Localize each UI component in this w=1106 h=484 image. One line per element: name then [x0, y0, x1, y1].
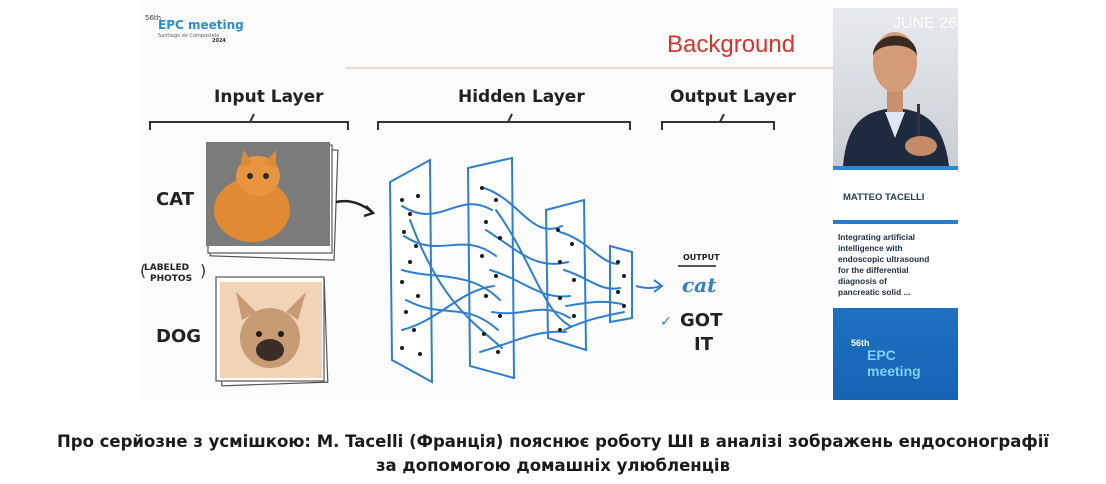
panel-epc-logo: 56th EPC meeting [851, 338, 921, 379]
network-nodes [400, 186, 626, 356]
output-heading: OUTPUT [683, 253, 720, 262]
hidden-layer-sheets [388, 156, 633, 384]
talk-line-3: endoscopic ultrasound [838, 254, 929, 264]
date-banner: JUNE 26th [893, 15, 958, 32]
name-plate [833, 170, 958, 220]
dog-photo-stack [215, 276, 329, 387]
talk-line-1: Integrating artificial [838, 232, 915, 242]
talk-line-4: for the differential [838, 265, 909, 275]
labeled-photos-label-1: LABELED [144, 263, 189, 273]
speaker-hair [873, 35, 917, 56]
dog-image [240, 308, 300, 368]
slide-title: Background [667, 31, 795, 58]
speaker-name: MATTEO TACELLI [843, 192, 924, 203]
input-layer-heading: Input Layer [214, 87, 324, 107]
logo-superscript: 56th [145, 14, 161, 22]
speaker-panel: JUNE 26th MATTEO TACELLI Integrating art… [833, 8, 958, 400]
speaker-panel-graphic: JUNE 26th MATTEO TACELLI Integrating art… [833, 8, 958, 400]
layer-braces [149, 113, 775, 130]
output-it: IT [694, 334, 714, 355]
cat-photo-stack [206, 142, 339, 261]
talk-line-6: pancreatic solid ... [838, 287, 910, 297]
logo-year: 2024 [212, 38, 226, 44]
cat-image [214, 178, 290, 242]
panel-logo-line-1: EPC [867, 347, 896, 363]
conference-photo: 56th EPC meeting Santiago de Compostela … [140, 0, 958, 400]
speaker-hand [905, 136, 937, 156]
labeled-photos-bracket-left: ( [140, 261, 146, 280]
check-mark: ✓ [660, 314, 672, 330]
output-arrow [635, 285, 661, 289]
cat-label: CAT [156, 189, 195, 210]
panel-logo-line-2: meeting [867, 363, 921, 379]
hidden-layer-heading: Hidden Layer [458, 87, 585, 107]
logo-title: EPC meeting [158, 18, 244, 32]
caption-line-2: за допомогою домашніх улюбленців [375, 456, 731, 475]
microphone [917, 104, 920, 144]
photo-caption: Про серйозне з усмішкою: М. Tacelli (Фра… [0, 430, 1106, 478]
dog-label: DOG [156, 326, 201, 347]
slide-graphic: 56th EPC meeting Santiago de Compostela … [140, 0, 833, 400]
output-layer-heading: Output Layer [670, 87, 796, 107]
output-value: cat [682, 273, 717, 297]
caption-line-1: Про серйозне з усмішкою: М. Tacelli (Фра… [56, 432, 1050, 451]
labeled-photos-bracket-right: ) [200, 261, 206, 280]
talk-line-5: diagnosis of [838, 276, 887, 286]
labeled-photos-label-2: PHOTOS [150, 274, 192, 284]
network-connections [401, 187, 625, 353]
epc-logo: 56th EPC meeting Santiago de Compostela … [145, 14, 244, 44]
logo-tagline: Santiago de Compostela [158, 33, 219, 39]
output-got: GOT [680, 310, 723, 331]
talk-line-2: intelligence with [838, 243, 903, 253]
talk-title: Integrating artificial intelligence with… [833, 224, 958, 308]
panel-logo-superscript: 56th [851, 338, 870, 348]
